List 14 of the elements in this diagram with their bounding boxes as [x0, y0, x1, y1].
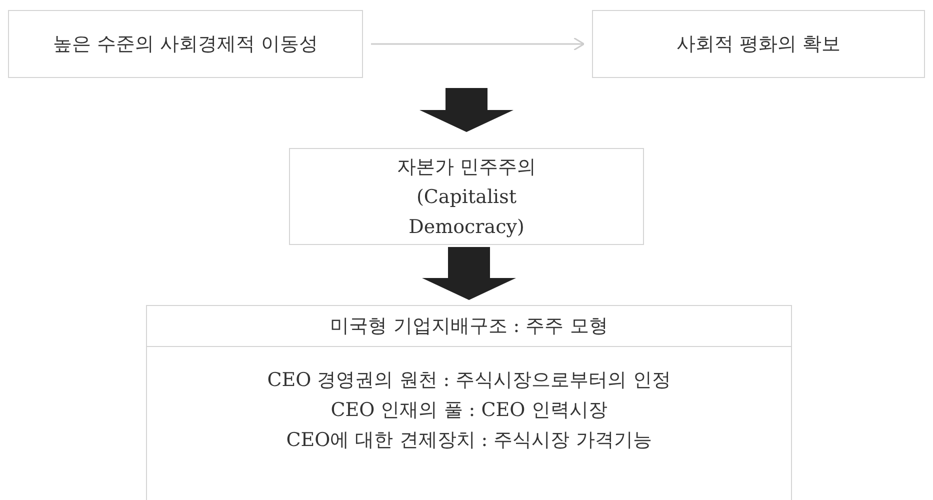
text-box — [8, 10, 363, 78]
text-box — [289, 148, 644, 245]
box-text: 사회적 평화의 확보 — [676, 32, 841, 57]
box-text: CEO 경영권의 원천 : 주식시장으로부터의 인정 — [267, 368, 671, 393]
text-box — [592, 10, 925, 78]
text-box — [146, 305, 792, 500]
arrow — [371, 37, 585, 51]
box-text: CEO 인재의 풀 : CEO 인력시장 — [330, 398, 608, 423]
header-text: 미국형 기업지배구조 : 주주 모형 — [147, 306, 791, 347]
box-text: 자본가 민주주의 (Capitalist Democracy) — [396, 154, 538, 240]
box-text: 높은 수준의 사회경제적 이동성 — [52, 32, 318, 57]
arrow — [422, 247, 516, 300]
box-text: CEO에 대한 견제장치 : 주식시장 가격기능 — [286, 428, 652, 453]
arrow — [420, 88, 514, 132]
